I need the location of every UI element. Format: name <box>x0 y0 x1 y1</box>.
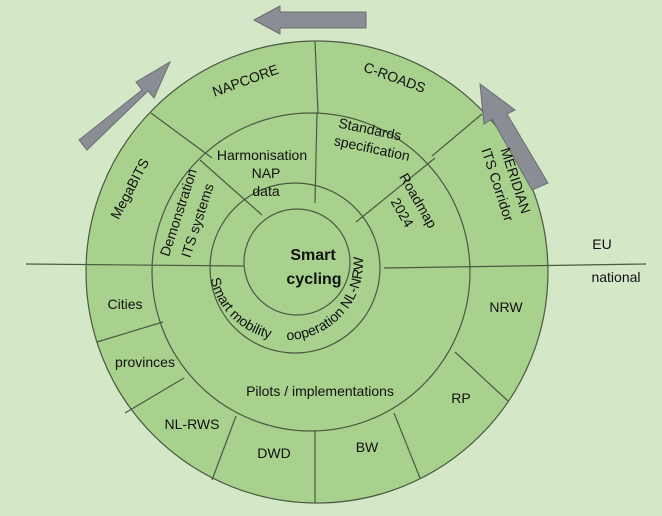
spoke-megabits-napcore <box>150 112 213 159</box>
inner-ring-boundary <box>209 182 381 354</box>
eu-national-divider-left <box>25 263 245 267</box>
label-harmonisation: Harmonisation <box>217 147 307 163</box>
label-bw: BW <box>356 439 379 455</box>
spoke-bw-rp <box>393 412 421 479</box>
label-national: national <box>591 269 640 285</box>
label-rp: RP <box>451 390 470 406</box>
spoke-provinces-nlrws <box>124 377 185 414</box>
center-circle <box>243 208 351 316</box>
label-cities: Cities <box>107 296 142 312</box>
center-label-line2: cycling <box>286 271 341 288</box>
label-dwd: DWD <box>257 445 290 461</box>
spoke-napcore-croads <box>314 40 319 114</box>
label-nl-rws: NL-RWS <box>165 416 220 432</box>
spoke-std-road <box>355 157 436 223</box>
arrow-left-icon <box>252 5 367 35</box>
middle-ring-boundary <box>151 112 471 432</box>
spoke-cities-provinces <box>96 321 164 343</box>
center-label-line1: Smart <box>290 247 336 264</box>
label-eu: EU <box>592 236 611 252</box>
spoke-harm-std <box>314 112 318 204</box>
label-nap: NAP <box>252 165 281 181</box>
arrow-up-left-icon <box>479 82 549 191</box>
spoke-demo-harm <box>199 159 263 216</box>
spoke-nlrws-dwd <box>211 415 237 481</box>
spoke-croads-meridian <box>431 113 483 157</box>
eu-national-divider-right <box>383 263 647 269</box>
label-data: data <box>252 183 279 199</box>
spoke-rp-nrw <box>454 351 509 402</box>
arrow-up-right-icon <box>78 60 172 151</box>
label-provinces: provinces <box>115 354 175 370</box>
label-nrw: NRW <box>489 299 523 315</box>
label-pilots-implementations: Pilots / implementations <box>246 383 394 399</box>
